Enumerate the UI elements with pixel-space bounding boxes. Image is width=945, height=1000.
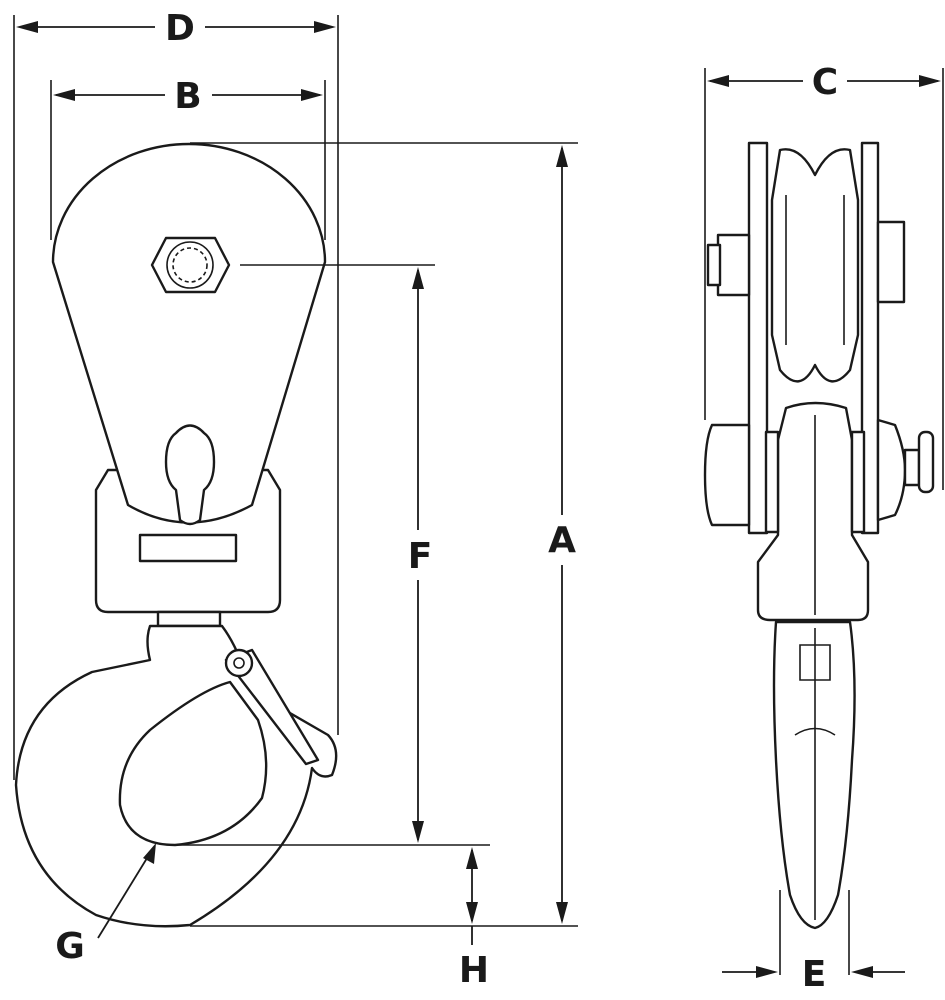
label-B: B: [174, 76, 201, 117]
right-axle-nut: [876, 220, 906, 304]
side-plate: [51, 142, 327, 524]
hook-throat: [118, 680, 268, 847]
latch-pivot: [224, 648, 254, 678]
latch-pin: [233, 657, 245, 669]
left-axle-cap: [706, 243, 722, 287]
axle-washer: [166, 241, 214, 289]
swivel-bearing-left: [764, 430, 780, 534]
front-view: [13, 15, 578, 945]
left-axle-nut: [716, 233, 751, 297]
latch-pin-handle: [903, 448, 921, 487]
cotter-pin: [917, 430, 935, 494]
axle-nut: [150, 236, 231, 294]
dimension-labels: D B C A F G H E: [55, 6, 847, 995]
right-plate: [860, 141, 880, 535]
hook-collar: [156, 610, 222, 628]
label-G: G: [55, 926, 85, 967]
label-E: E: [802, 954, 827, 995]
axle-spline: [172, 247, 208, 283]
label-C: C: [812, 62, 838, 103]
left-latch-boss: [703, 423, 751, 527]
swivel-window: [138, 533, 238, 563]
label-D: D: [165, 8, 195, 49]
side-view: [703, 68, 944, 975]
latch-knob: [164, 424, 216, 526]
left-plate: [747, 141, 769, 535]
right-latch-boss: [876, 418, 907, 522]
swivel-bearing-right: [850, 430, 866, 534]
label-A: A: [548, 520, 576, 561]
label-H: H: [459, 950, 489, 991]
sheave: [770, 148, 860, 383]
label-F: F: [408, 536, 433, 577]
side-swivel-body: [756, 401, 870, 622]
